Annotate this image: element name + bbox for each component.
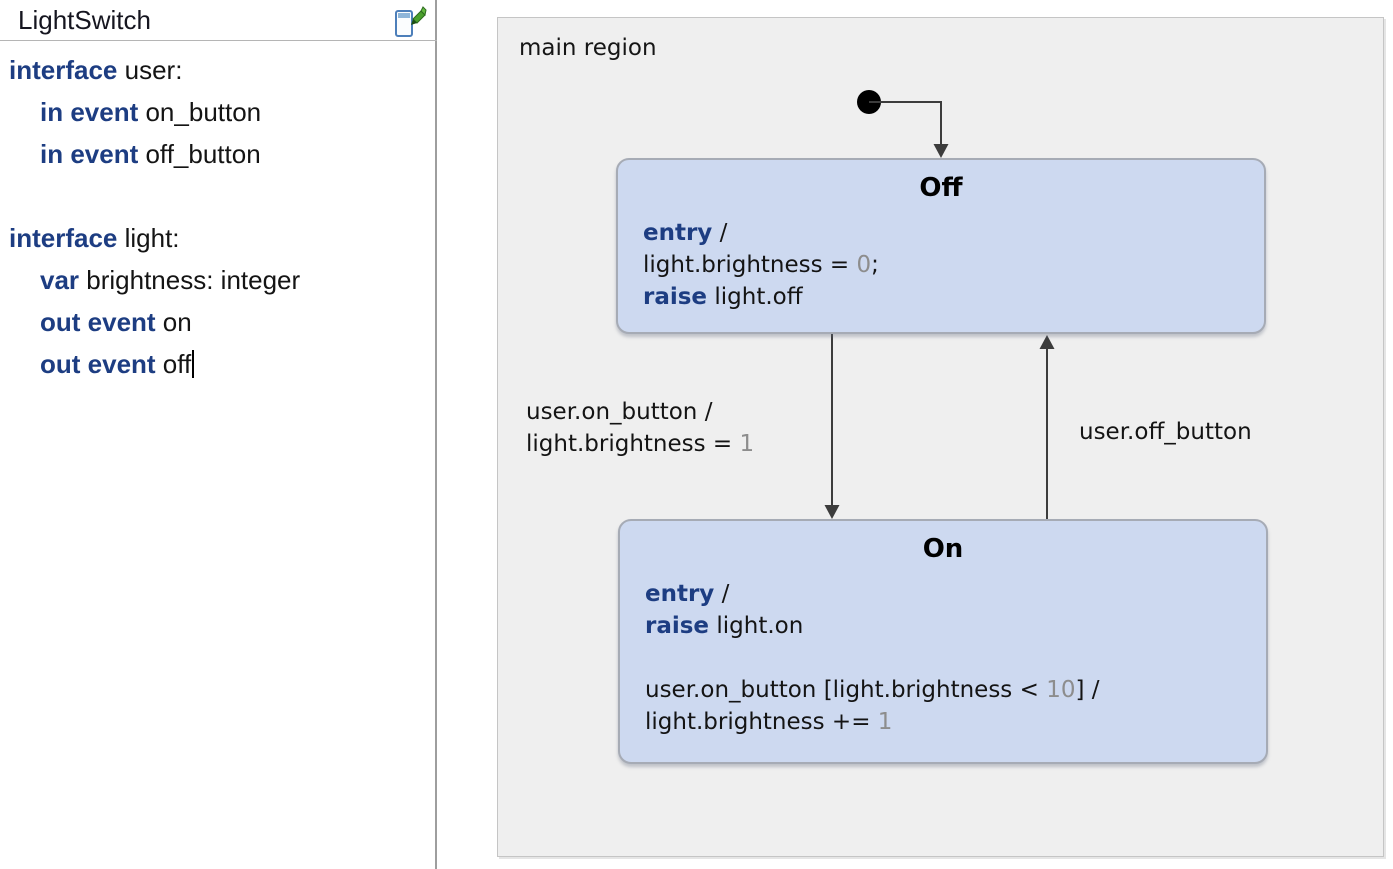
text-line: entry / [645, 581, 730, 607]
state-on[interactable]: On entry / raise light.on user.on_button … [618, 519, 1268, 764]
text-line: user.on_button [light.brightness < 10] / [645, 677, 1100, 703]
transition-label-off-to-on[interactable]: user.on_button / light.brightness = 1 [526, 396, 754, 460]
text-line [0, 175, 435, 217]
text-line: user.on_button / [526, 399, 713, 425]
transition-on-to-off[interactable] [1039, 335, 1055, 519]
text-line: light.brightness = 1 [526, 431, 755, 457]
text-line: light.brightness = 0; [643, 252, 879, 278]
text-line: in event on_button [40, 97, 262, 127]
definition-title: LightSwitch [18, 5, 151, 35]
transition-label-on-to-off[interactable]: user.off_button [1079, 416, 1252, 448]
state-off[interactable]: Off entry / light.brightness = 0; raise li… [616, 158, 1266, 334]
region-label: main region [519, 35, 657, 61]
text-line: in event off_button [40, 139, 261, 169]
state-off-title: Off [919, 173, 963, 203]
main-region[interactable]: main region Off ent [497, 17, 1384, 857]
text-line: raise light.off [643, 284, 803, 310]
text-caret [192, 350, 195, 378]
text-line: light.brightness += 1 [645, 709, 893, 735]
text-line: interface user: [9, 55, 183, 85]
text-line [645, 642, 1266, 674]
definition-section[interactable]: LightSwitch interface user: in event on_b… [0, 0, 437, 869]
transition-arrows [824, 90, 1055, 519]
text-line: out event on [40, 307, 192, 337]
text-line: user.off_button [1079, 419, 1252, 445]
edit-definition-icon[interactable] [393, 3, 427, 39]
state-off-behavior: entry / light.brightness = 0; raise light.… [618, 217, 1264, 313]
state-on-title: On [922, 534, 964, 564]
text-line: raise light.on [645, 613, 804, 639]
text-line: interface light: [9, 223, 180, 253]
definition-header: LightSwitch [0, 0, 437, 41]
transition-initial-to-off[interactable] [869, 101, 949, 158]
transition-off-to-on[interactable] [824, 334, 840, 519]
text-line: out event off [0, 343, 435, 385]
text-line: var brightness: integer [40, 265, 301, 295]
state-on-behavior: entry / raise light.on user.on_button [li… [620, 578, 1266, 738]
text-line: entry / [643, 220, 728, 246]
